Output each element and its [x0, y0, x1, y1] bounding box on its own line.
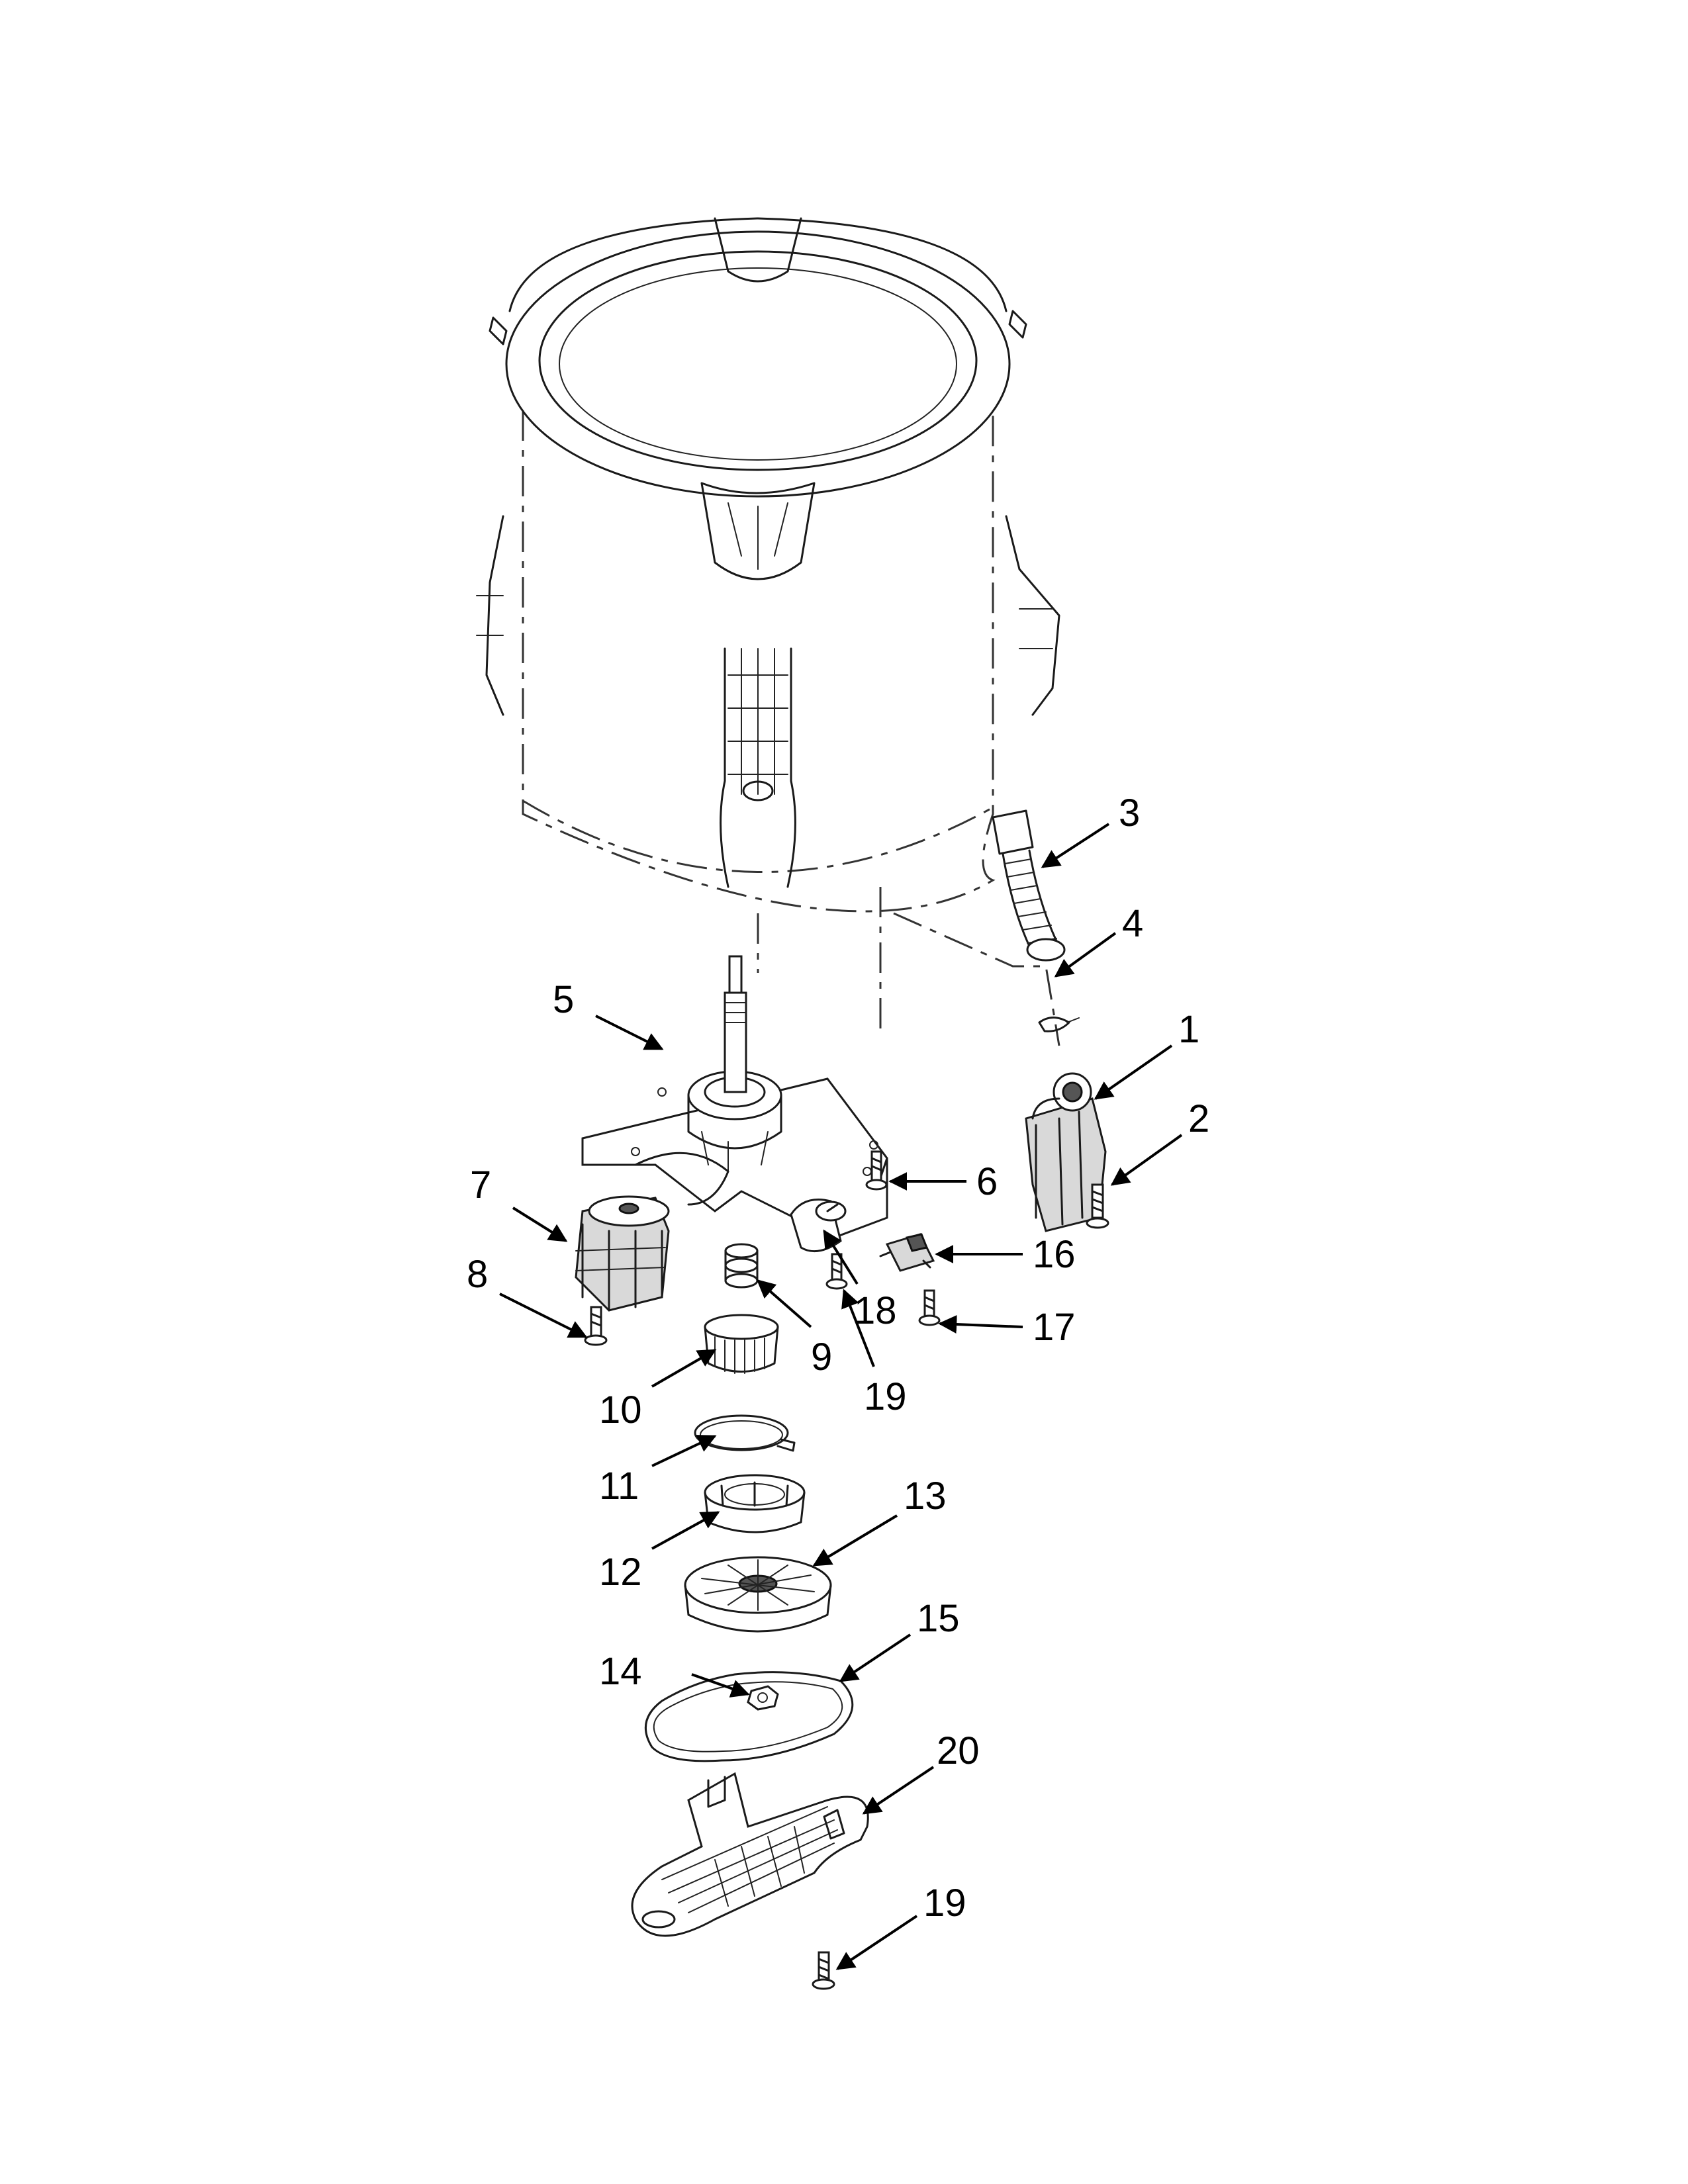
- callout-19a: 19: [864, 1375, 907, 1418]
- callout-4: 4: [1122, 902, 1143, 945]
- hose-clamp: [1038, 1017, 1080, 1032]
- drive-motor: [575, 1195, 670, 1312]
- callout-1: 1: [1178, 1008, 1199, 1051]
- callout-6: 6: [976, 1160, 998, 1203]
- callout-1-leader: [1094, 1044, 1173, 1100]
- callout-12: 12: [599, 1551, 642, 1594]
- motor-screw: [584, 1306, 608, 1346]
- callout-11: 11: [599, 1465, 639, 1508]
- callout-10: 10: [599, 1388, 642, 1432]
- callouts: 1 2 3 4 5 6 7 8 9 10 11 12 13: [467, 792, 1209, 1970]
- callout-7: 7: [470, 1163, 491, 1206]
- callout-2-leader: [1110, 1134, 1183, 1186]
- callout-11-leader: [651, 1435, 717, 1467]
- callout-17: 17: [1033, 1306, 1076, 1349]
- base-shield: [631, 1772, 869, 1937]
- callout-3: 3: [1119, 792, 1140, 835]
- callout-9-leader: [756, 1279, 812, 1328]
- lid-switch: [879, 1233, 935, 1272]
- callout-5: 5: [553, 978, 574, 1021]
- callout-19b: 19: [923, 1882, 966, 1925]
- switch-screw: [918, 1289, 941, 1326]
- callout-17-leader: [938, 1315, 1023, 1334]
- callout-20: 20: [937, 1729, 980, 1772]
- base-screw: [812, 1951, 835, 1990]
- plate-screw: [865, 1150, 888, 1191]
- callout-15: 15: [917, 1597, 960, 1640]
- callout-2: 2: [1188, 1097, 1209, 1140]
- callout-13: 13: [904, 1475, 947, 1518]
- clutch-drum: [704, 1314, 779, 1374]
- spring-ring: [694, 1414, 796, 1452]
- tub-ring-inner: [538, 250, 978, 471]
- pulley-nut: [747, 1685, 779, 1711]
- washer-tub: [476, 217, 1060, 1046]
- callout-14: 14: [599, 1650, 642, 1693]
- callout-20-leader: [862, 1766, 935, 1815]
- callout-19b-leader: [835, 1915, 918, 1970]
- callout-4-leader: [1054, 932, 1117, 978]
- callout-18: 18: [854, 1289, 897, 1332]
- callout-8-leader: [499, 1293, 588, 1338]
- callout-10-leader: [651, 1349, 717, 1388]
- callout-14-leader: [691, 1673, 750, 1698]
- callout-16: 16: [1033, 1233, 1076, 1276]
- tub-ring-outer: [505, 230, 1011, 498]
- bearing-seal: [724, 1243, 759, 1289]
- callout-7-leader: [512, 1206, 568, 1242]
- callout-9: 9: [811, 1336, 832, 1379]
- pump-screw: [1086, 1183, 1109, 1229]
- drain-hose: [992, 809, 1066, 962]
- gearcase-mounting-plate: [581, 955, 888, 1239]
- callout-5-leader: [595, 1015, 664, 1050]
- callout-15-leader: [839, 1633, 912, 1682]
- callout-13-leader: [812, 1514, 898, 1567]
- drive-pulley: [684, 1556, 832, 1633]
- brake-hub: [704, 1474, 806, 1533]
- motor-capacitor: [790, 1199, 847, 1253]
- callout-3-leader: [1041, 823, 1110, 868]
- callout-12-leader: [651, 1511, 720, 1550]
- callout-19a-leader: [841, 1289, 875, 1367]
- callout-8: 8: [467, 1253, 488, 1296]
- drive-belt: [644, 1671, 854, 1762]
- callout-18-leader: [823, 1229, 859, 1285]
- capacitor-screw: [825, 1253, 848, 1290]
